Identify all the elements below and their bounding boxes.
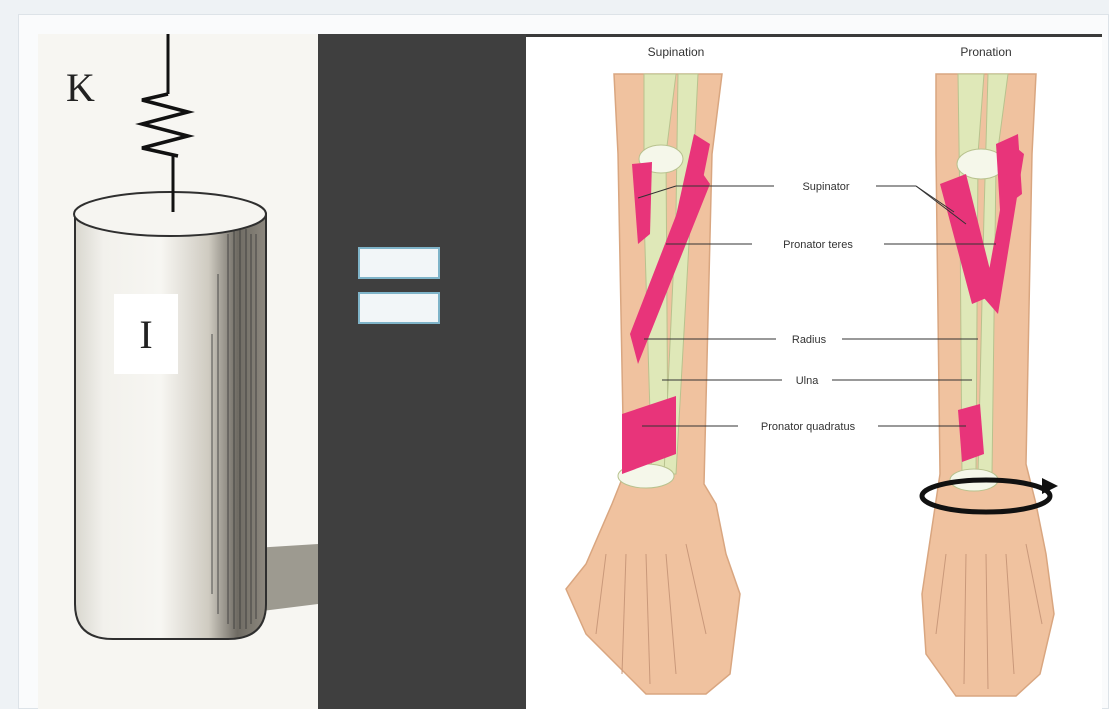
label-supinator: Supinator (802, 181, 849, 193)
label-ulna: Ulna (796, 375, 820, 387)
equals-bar-top (358, 247, 440, 279)
equals-panel (318, 34, 526, 709)
supination-title: Supination (648, 45, 705, 59)
forearm-anatomy-drawing: Supination Pronation (526, 34, 1102, 709)
label-pronator-quadratus: Pronator quadratus (761, 421, 856, 433)
cylinder-top (74, 192, 266, 236)
inertia-label: I (114, 294, 178, 374)
equals-bar-bottom (358, 292, 440, 324)
pronation-arm (922, 74, 1058, 696)
cylinder-drawing (38, 34, 318, 709)
pronation-title: Pronation (960, 45, 1011, 59)
cylinder-body (75, 214, 266, 639)
forearm-anatomy-panel: Supination Pronation (526, 34, 1102, 709)
figure-panel: K I Supination Pronation (38, 34, 1102, 709)
label-radius: Radius (792, 334, 827, 346)
spring-coil (142, 94, 188, 156)
supination-arm (566, 74, 740, 694)
top-border (526, 34, 1102, 37)
torsion-cylinder-panel: K I (38, 34, 318, 709)
stiffness-label: K (66, 64, 95, 111)
label-pronator-teres: Pronator teres (783, 239, 853, 251)
